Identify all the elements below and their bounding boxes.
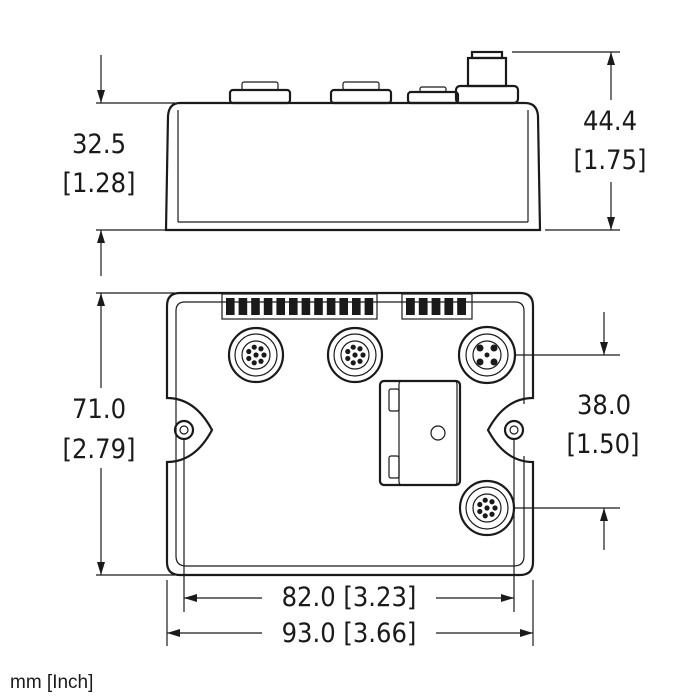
terminal-slot xyxy=(457,298,466,315)
connector-pin xyxy=(253,352,259,358)
side-connector-1 xyxy=(228,81,292,105)
terminal-slot xyxy=(364,298,374,315)
terminal-slot xyxy=(418,298,428,315)
connector-pin xyxy=(477,508,483,515)
body-height-inch: [2.79] xyxy=(62,434,135,465)
terminal-slot xyxy=(314,298,323,315)
connector-pin xyxy=(258,358,264,364)
connector-pitch-mm: 38.0 xyxy=(577,390,631,421)
terminal-slot xyxy=(238,298,248,315)
terminal-slot xyxy=(326,298,336,315)
overall-width-label: 93.0 [3.66] xyxy=(282,618,417,649)
connector-pin xyxy=(251,360,257,366)
side-view-housing xyxy=(164,101,542,232)
terminal-strip-right xyxy=(401,293,473,320)
connector-pin xyxy=(357,358,363,364)
side-connector-2 xyxy=(329,81,393,105)
mounting-hole-left xyxy=(173,419,195,441)
center-cover xyxy=(378,379,462,487)
terminal-slot xyxy=(339,298,348,315)
connector-pin xyxy=(482,513,488,519)
terminal-strip-left xyxy=(221,293,378,320)
terminal-slot xyxy=(263,298,273,315)
connector-pin xyxy=(360,352,366,358)
mounting-hole-right xyxy=(503,419,525,441)
top-view: 71.0 [2.79] 38.0 [1.50] 82.0 [3.23] 93.0… xyxy=(62,291,640,649)
connector-pin xyxy=(350,344,356,350)
connector-pitch-inch: [1.50] xyxy=(566,429,639,460)
connector-pin xyxy=(350,360,356,366)
connector-pin xyxy=(261,352,267,358)
terminal-slot xyxy=(352,298,361,315)
side-height-inch: [1.28] xyxy=(62,168,135,199)
m12-connector-1 xyxy=(227,326,285,384)
mount-spacing-label: 82.0 [3.23] xyxy=(282,582,417,613)
connector-pin xyxy=(477,501,483,508)
units-note: mm [Inch] xyxy=(10,672,93,693)
connector-pin xyxy=(345,355,351,362)
connector-pin xyxy=(492,505,498,511)
connector-pin xyxy=(357,346,363,352)
terminal-slot xyxy=(431,298,441,315)
side-connector-threaded xyxy=(454,50,520,105)
m12-connector-2 xyxy=(326,326,384,384)
side-height-mm: 32.5 xyxy=(72,129,126,160)
terminal-slot xyxy=(276,298,285,315)
connector-pin xyxy=(258,346,264,352)
terminal-slot xyxy=(406,298,415,315)
connector-pin xyxy=(482,497,488,503)
connector-pin xyxy=(489,511,495,517)
side-connector-3 xyxy=(406,86,460,105)
connector-pin xyxy=(345,348,351,355)
m12-connector-4 xyxy=(458,479,516,537)
terminal-slot xyxy=(251,298,260,315)
connector-pin xyxy=(246,348,252,355)
connector-height-mm: 44.4 xyxy=(583,106,637,137)
connector-pin xyxy=(246,355,252,362)
m12-connector-3 xyxy=(457,325,517,385)
terminal-slot xyxy=(444,298,454,315)
connector-pin xyxy=(489,499,495,505)
connector-pin xyxy=(251,344,257,350)
side-view: 32.5 [1.28] 44.4 [1.75] xyxy=(62,50,647,276)
connector-height-inch: [1.75] xyxy=(573,145,646,176)
terminal-slot xyxy=(226,298,235,315)
body-height-mm: 71.0 xyxy=(72,394,126,425)
terminal-slot xyxy=(301,298,311,315)
terminal-slot xyxy=(289,298,298,315)
connector-pin xyxy=(484,505,490,511)
connector-pin xyxy=(352,352,358,358)
